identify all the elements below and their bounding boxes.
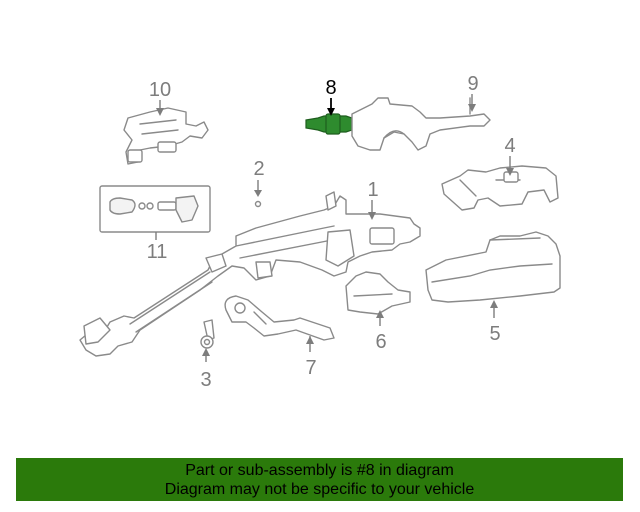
banner-line-1: Part or sub-assembly is #8 in diagram	[185, 462, 454, 479]
callout-6-label: 6	[375, 331, 386, 353]
callout-7: 7	[305, 336, 317, 379]
part-2-screw[interactable]	[254, 200, 262, 208]
callout-11-label: 11	[147, 241, 168, 263]
part-11-key-set[interactable]	[99, 185, 211, 233]
callout-7-label: 7	[305, 357, 316, 379]
part-1-steering-column[interactable]	[79, 191, 421, 357]
callout-9: 9	[467, 73, 479, 112]
callout-1: 1	[367, 179, 379, 220]
callout-8-label: 8	[325, 77, 336, 99]
callout-3-label: 3	[200, 369, 211, 391]
part-8-highlighted[interactable]	[305, 113, 353, 135]
callout-9-label: 9	[467, 73, 478, 95]
callout-4: 4	[504, 135, 516, 176]
callout-8: 8	[325, 77, 337, 116]
banner-line-2: Diagram may not be specific to your vehi…	[164, 481, 475, 498]
info-banner: Part or sub-assembly is #8 in diagram Di…	[16, 458, 623, 501]
callout-11: 11	[147, 232, 168, 263]
part-5-lower-shroud[interactable]	[425, 231, 561, 303]
part-10-switch[interactable]	[123, 107, 209, 165]
callout-4-label: 4	[504, 135, 515, 157]
callout-5: 5	[489, 300, 501, 345]
callout-10-label: 10	[149, 79, 171, 101]
part-6-mount[interactable]	[345, 271, 411, 315]
part-7-lever[interactable]	[224, 295, 335, 341]
part-3-bolt[interactable]	[200, 319, 215, 349]
callout-2: 2	[253, 158, 265, 197]
callout-2-label: 2	[253, 158, 264, 180]
callout-3: 3	[200, 348, 212, 391]
callout-5-label: 5	[489, 323, 500, 345]
part-4-bracket[interactable]	[441, 165, 559, 211]
callout-1-label: 1	[367, 179, 378, 201]
callout-6: 6	[375, 310, 387, 353]
callout-10: 10	[149, 79, 171, 116]
